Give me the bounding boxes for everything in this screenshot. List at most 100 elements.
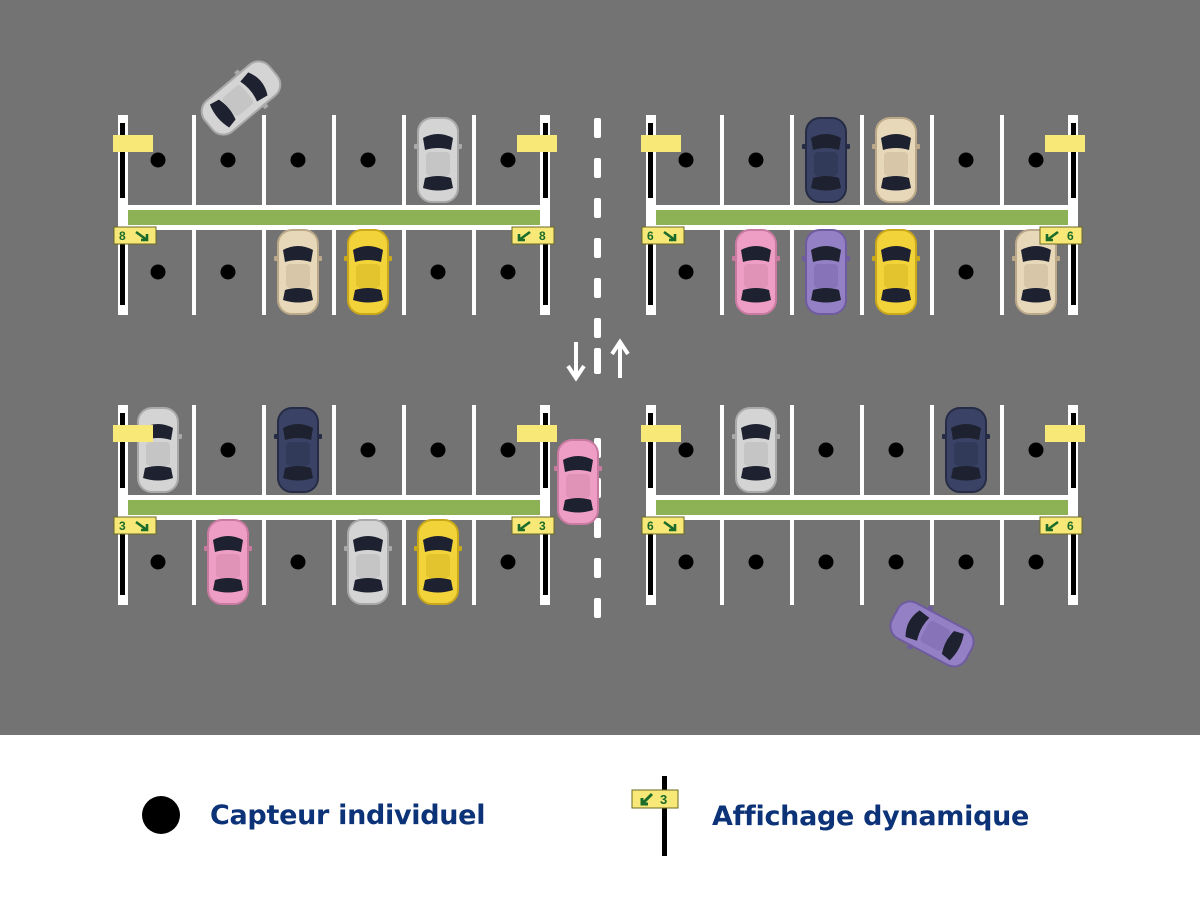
stall-divider xyxy=(720,115,724,205)
car-roof xyxy=(286,442,310,466)
car-yellow xyxy=(414,519,462,605)
car-mirror-left xyxy=(204,546,209,551)
individual-sensor xyxy=(888,442,904,458)
display-post xyxy=(648,530,653,595)
car-roof xyxy=(426,152,450,176)
car-mirror-left xyxy=(802,256,807,261)
car-mirror-right xyxy=(845,256,850,261)
legend-display: 3 Affichage dynamique xyxy=(630,776,1029,856)
middle-line-bottom xyxy=(118,515,550,520)
car-roof xyxy=(216,554,240,578)
car-pink xyxy=(732,229,780,315)
green-median-strip xyxy=(128,500,540,515)
stall-divider xyxy=(402,115,406,205)
dynamic-display-sign: 3 xyxy=(511,516,555,535)
car-mirror-right xyxy=(915,256,920,261)
display-post xyxy=(662,776,667,856)
car-roof xyxy=(814,264,838,288)
legend-sensor-label: Capteur individuel xyxy=(210,799,486,831)
middle-line-bottom xyxy=(118,225,550,230)
display-post xyxy=(543,413,548,488)
car-navy xyxy=(274,407,322,493)
middle-line-top xyxy=(646,205,1078,210)
display-post xyxy=(120,123,125,198)
display-count: 8 xyxy=(119,229,126,243)
dynamic-display-sign: 6 xyxy=(641,226,685,245)
display-post xyxy=(648,413,653,488)
stall-divider xyxy=(1000,405,1004,495)
car-mirror-left xyxy=(802,144,807,149)
car-mirror-right xyxy=(317,256,322,261)
display-post xyxy=(648,123,653,198)
car-windshield xyxy=(1021,246,1051,262)
block-edge-left xyxy=(118,115,128,315)
car-mirror-right xyxy=(845,144,850,149)
car-silver xyxy=(414,117,462,203)
lane-dash xyxy=(594,198,601,218)
display-count: 6 xyxy=(1067,519,1074,533)
display-post xyxy=(1071,530,1076,595)
stall-divider xyxy=(402,230,406,315)
green-median-strip xyxy=(128,210,540,225)
display-count: 3 xyxy=(119,519,126,533)
block-edge-right xyxy=(1068,405,1078,605)
car-roof xyxy=(222,85,254,116)
dynamic-display-sign: 8 xyxy=(113,226,157,245)
individual-sensor xyxy=(958,554,974,570)
stall-divider xyxy=(930,115,934,205)
block-edge-left xyxy=(118,405,128,605)
lane-dash xyxy=(594,318,601,338)
car-windshield xyxy=(951,424,981,440)
car-silver xyxy=(134,407,182,493)
legend-display-label: Affichage dynamique xyxy=(712,800,1030,832)
car-navy xyxy=(942,407,990,493)
individual-sensor xyxy=(500,264,516,280)
individual-sensor xyxy=(150,554,166,570)
stall-divider xyxy=(790,405,794,495)
stall-divider xyxy=(332,405,336,495)
car-mirror-left xyxy=(344,546,349,551)
stall-divider xyxy=(262,115,266,205)
display-arrow-icon xyxy=(517,230,531,242)
display-arrow-icon xyxy=(663,520,677,532)
individual-sensor xyxy=(220,264,236,280)
display-arrow-icon xyxy=(1045,230,1059,242)
sensor-dot-icon xyxy=(142,796,180,834)
individual-sensor xyxy=(1028,554,1044,570)
arrow-down-icon xyxy=(566,342,586,382)
car-yellow xyxy=(344,229,392,315)
display-arrow-icon xyxy=(517,520,531,532)
car-beige xyxy=(274,229,322,315)
block-edge-right xyxy=(1068,115,1078,315)
stall-divider xyxy=(332,230,336,315)
legend-sensor: Capteur individuel xyxy=(142,796,485,834)
car-mirror-left xyxy=(732,434,737,439)
car-silver xyxy=(732,407,780,493)
car-windshield xyxy=(905,610,930,641)
car-rear-window xyxy=(353,288,383,303)
car-mirror-right xyxy=(985,434,990,439)
top-display-flag xyxy=(113,135,153,152)
car-windshield xyxy=(423,134,453,150)
car-windshield xyxy=(240,72,268,102)
car-mirror-right xyxy=(1055,256,1060,261)
individual-sensor xyxy=(1028,152,1044,168)
stall-divider xyxy=(332,520,336,605)
stall-divider xyxy=(192,405,196,495)
individual-sensor xyxy=(150,264,166,280)
dynamic-display-icon: 3 xyxy=(631,776,679,856)
block-edge-left xyxy=(646,115,656,315)
middle-line-top xyxy=(118,205,550,210)
car-rear-window xyxy=(741,466,771,481)
car-mirror-right xyxy=(317,434,322,439)
top-display-flag xyxy=(517,425,557,442)
stall-divider xyxy=(790,115,794,205)
car-rear-window xyxy=(941,630,964,661)
stall-divider xyxy=(402,405,406,495)
center-lane-dashes xyxy=(594,118,601,618)
display-post xyxy=(120,240,125,305)
car-mirror-right xyxy=(775,434,780,439)
